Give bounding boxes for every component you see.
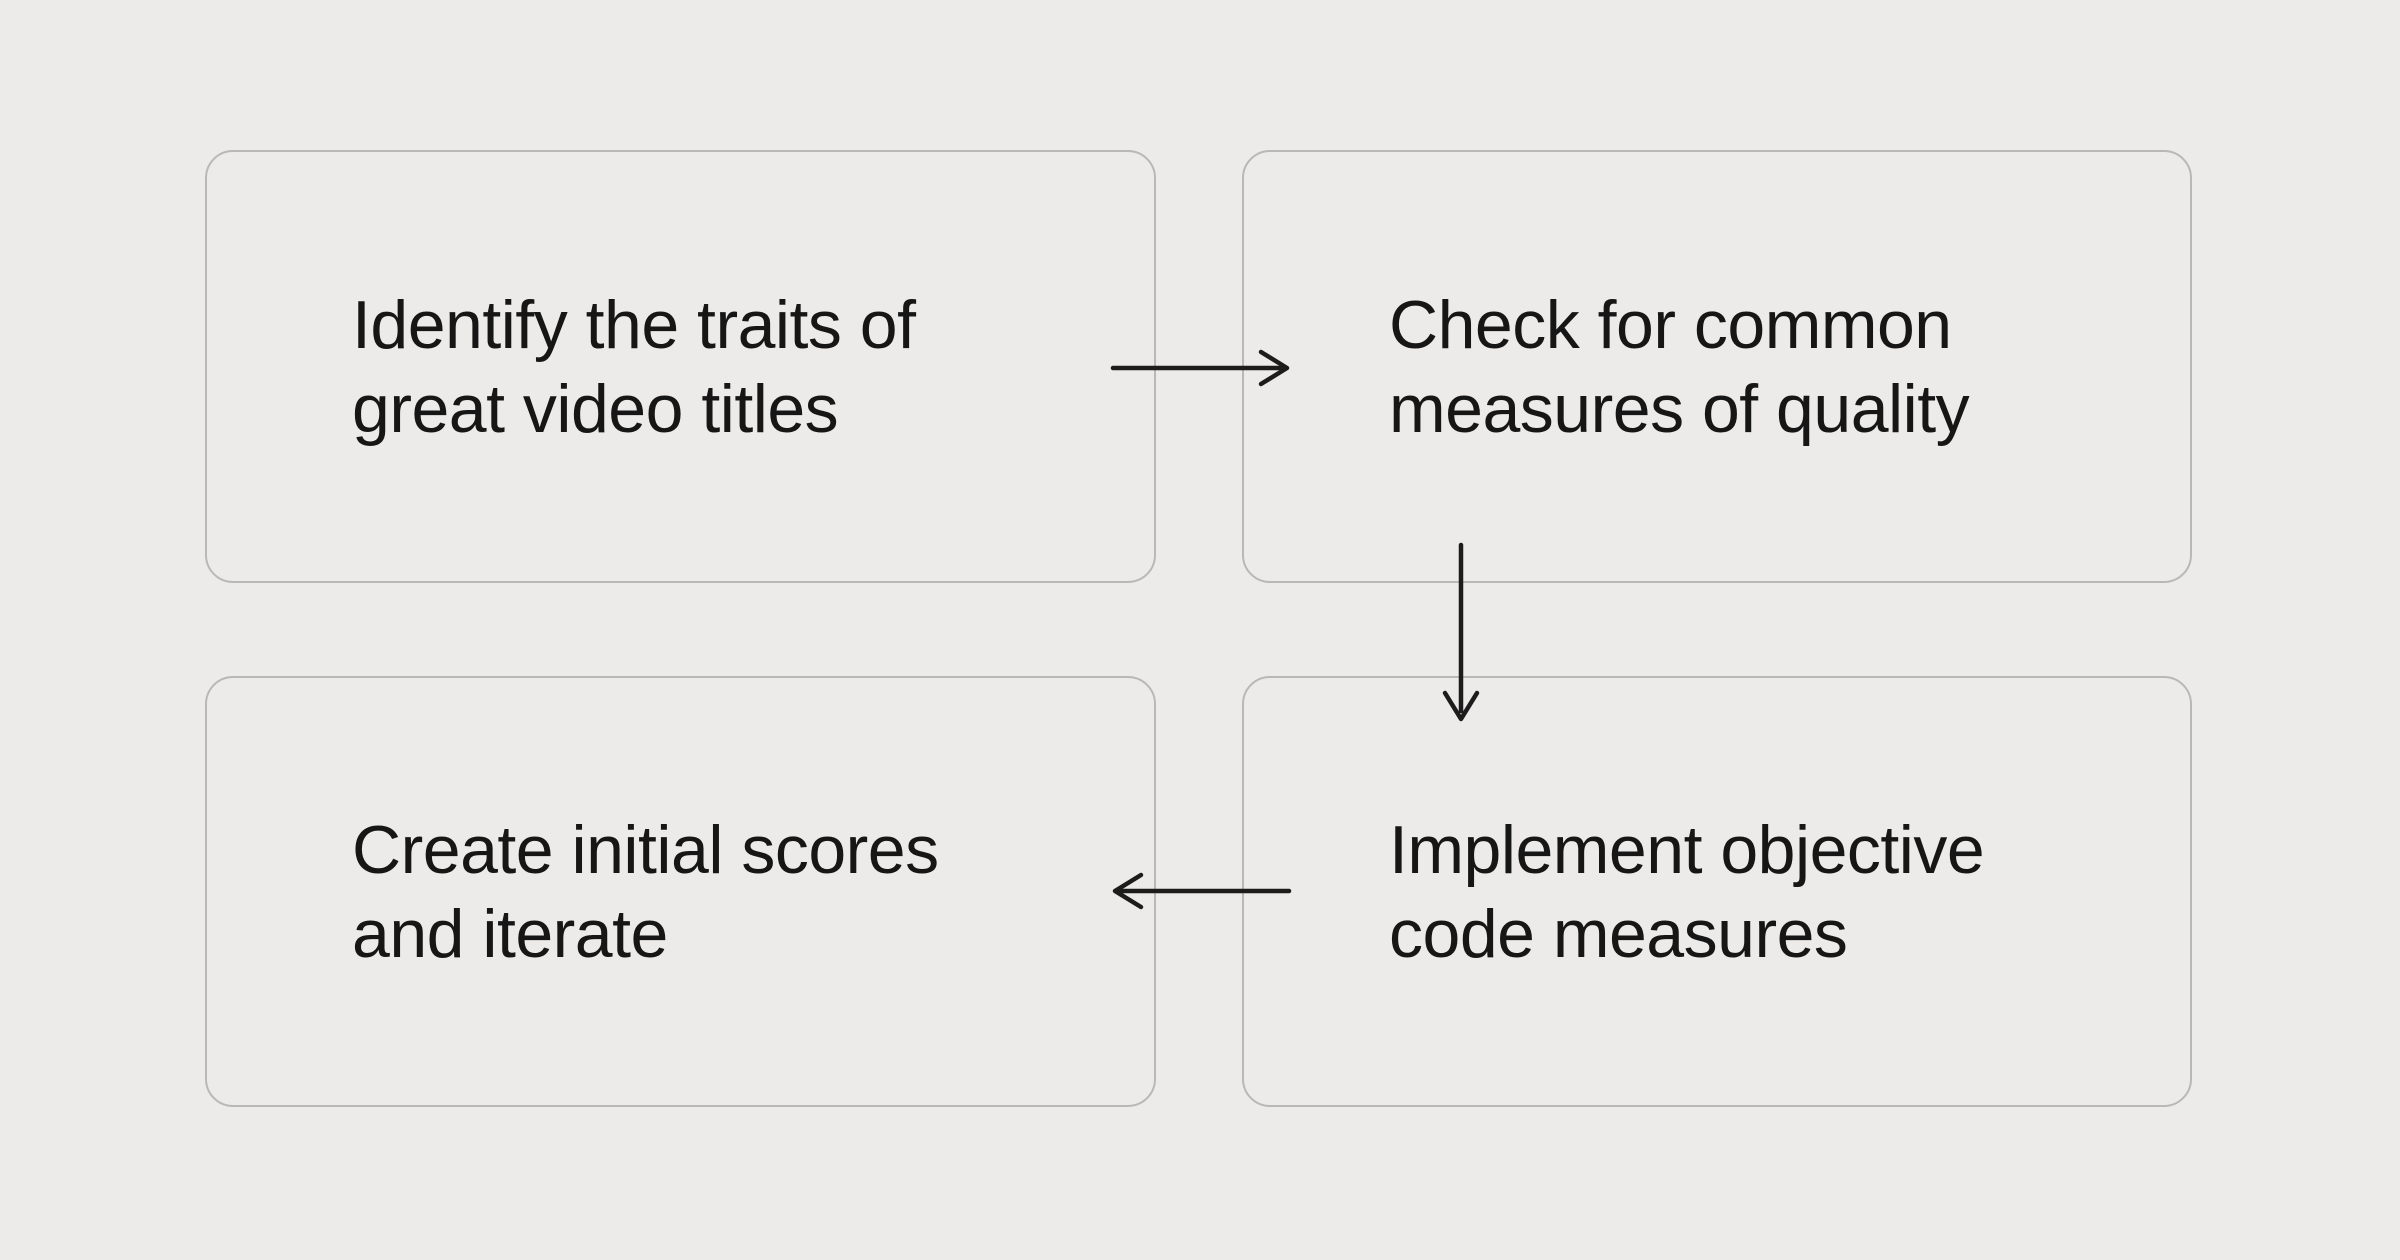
flow-step-label-line: Implement objective <box>1389 811 1985 888</box>
flow-step-label-line: Create initial scores <box>352 811 939 888</box>
flow-step-label: Implement objective code measures <box>1389 808 1985 976</box>
arrow-left-icon <box>1112 872 1292 910</box>
flow-step-identify-traits: Identify the traits of great video title… <box>205 150 1156 583</box>
flow-step-create-scores: Create initial scores and iterate <box>205 676 1156 1107</box>
flow-step-label-line: Identify the traits of <box>352 286 916 363</box>
flow-step-label: Create initial scores and iterate <box>352 808 939 976</box>
arrow-down-icon <box>1442 542 1480 722</box>
flow-step-label: Check for common measures of quality <box>1389 283 1970 451</box>
flow-step-label-line: and iterate <box>352 895 668 972</box>
flow-step-label: Identify the traits of great video title… <box>352 283 916 451</box>
flow-step-label-line: measures of quality <box>1389 370 1970 447</box>
flow-step-label-line: Check for common <box>1389 286 1952 363</box>
flow-step-implement-measures: Implement objective code measures <box>1242 676 2192 1107</box>
flow-step-label-line: code measures <box>1389 895 1848 972</box>
arrow-right-icon <box>1110 349 1290 387</box>
flow-step-label-line: great video titles <box>352 370 839 447</box>
flow-step-check-quality: Check for common measures of quality <box>1242 150 2192 583</box>
